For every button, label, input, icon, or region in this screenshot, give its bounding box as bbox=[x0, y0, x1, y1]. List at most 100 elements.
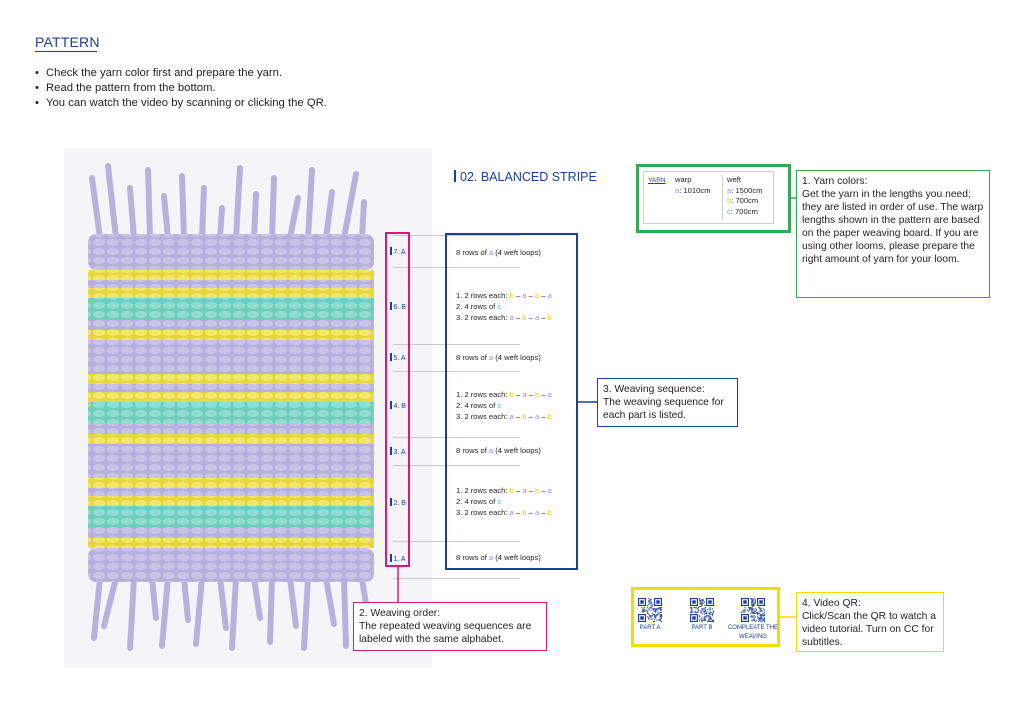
callout-title: 3. Weaving sequence: bbox=[603, 384, 705, 395]
text-segment: – bbox=[526, 291, 535, 300]
qr-code-icon[interactable] bbox=[690, 598, 714, 622]
qr-label: PART A bbox=[639, 625, 661, 631]
yarn-letter: a bbox=[509, 508, 514, 517]
yarn-letter: a bbox=[547, 486, 552, 495]
qr-code-icon[interactable] bbox=[741, 598, 765, 622]
text-segment: – bbox=[513, 508, 523, 517]
sequence-step: 1. 2 rows each: b – a – b – a bbox=[456, 290, 552, 301]
yarn-letter: c bbox=[497, 302, 502, 311]
yarn-letter: b bbox=[547, 313, 552, 322]
yarn-length-row: a: 1010cm bbox=[675, 186, 710, 197]
weft-label: weft bbox=[727, 175, 741, 184]
yarn-warp-column: warp a: 1010cm bbox=[675, 175, 710, 196]
warp-label: warp bbox=[675, 175, 692, 184]
part-label: 4. B bbox=[390, 401, 406, 410]
yarn-letter: b bbox=[509, 486, 514, 495]
callout-body: Click/Scan the QR to watch a video tutor… bbox=[802, 611, 936, 648]
text-segment: – bbox=[513, 390, 523, 399]
callout-body: The repeated weaving sequences are label… bbox=[359, 621, 532, 645]
text-segment: – bbox=[539, 508, 548, 517]
instruction-list: Check the yarn color first and prepare t… bbox=[35, 66, 327, 111]
sequence-step: 3. 2 rows each: a – b – a – b bbox=[456, 312, 552, 323]
part-label: 7. A bbox=[390, 247, 406, 256]
part-label: 3. A bbox=[390, 447, 406, 456]
sequence-divider bbox=[393, 465, 520, 466]
text-segment: – bbox=[539, 390, 548, 399]
qr-code-graphic bbox=[741, 598, 765, 622]
sequence-a-text: 8 rows of a (4 weft loops) bbox=[456, 247, 541, 258]
yarn-length: : 700cm bbox=[731, 196, 759, 205]
callout-body: Get the yarn in the lengths you need; th… bbox=[802, 189, 984, 265]
yarn-letter: b bbox=[522, 313, 527, 322]
yarn-letter: b bbox=[547, 508, 552, 517]
callout-title: 1. Yarn colors: bbox=[802, 176, 868, 187]
yarn-letter: b bbox=[534, 390, 540, 399]
yarn-length-row: b: 700cm bbox=[727, 196, 762, 207]
yarn-letter: a bbox=[534, 313, 540, 322]
yarn-letter: a bbox=[675, 185, 680, 195]
text-segment: – bbox=[526, 486, 535, 495]
weaving-sequence-highlight bbox=[445, 233, 578, 570]
yarn-length-row: c: 700cm bbox=[727, 207, 762, 218]
instruction-item: Check the yarn color first and prepare t… bbox=[35, 66, 327, 81]
sequence-step: 1. 2 rows each: b – a – b – a bbox=[456, 389, 552, 400]
qr-code-icon[interactable] bbox=[638, 598, 662, 622]
text-segment: 2. 4 rows of bbox=[456, 401, 498, 410]
text-segment: – bbox=[539, 313, 548, 322]
text-segment: (4 weft loops) bbox=[493, 553, 541, 562]
sequence-step: 3. 2 rows each: a – b – a – b bbox=[456, 411, 552, 422]
sequence-divider bbox=[393, 437, 520, 438]
text-segment: (4 weft loops) bbox=[493, 248, 541, 257]
yarn-letter: a bbox=[547, 291, 552, 300]
sequence-divider bbox=[393, 578, 520, 579]
yarn-letter: b bbox=[727, 196, 732, 205]
sequence-divider bbox=[393, 344, 520, 345]
callout-video-qr: 4. Video QR: Click/Scan the QR to watch … bbox=[796, 592, 944, 652]
text-segment: – bbox=[539, 412, 548, 421]
yarn-letter: c bbox=[497, 401, 502, 410]
sequence-step: 2. 4 rows of c bbox=[456, 400, 552, 411]
yarn-colors-highlight bbox=[636, 164, 791, 233]
yarn-letter: a bbox=[522, 291, 527, 300]
qr-code-graphic bbox=[638, 598, 662, 622]
yarn-letter: a bbox=[488, 353, 494, 362]
yarn-letter: b bbox=[522, 508, 527, 517]
yarn-letter: a bbox=[522, 390, 527, 399]
instruction-item: Read the pattern from the bottom. bbox=[35, 81, 327, 96]
yarn-letter: b bbox=[509, 291, 514, 300]
text-segment: 1. 2 rows each: bbox=[456, 390, 510, 399]
text-segment: – bbox=[513, 291, 523, 300]
yarn-letter: a bbox=[522, 486, 527, 495]
text-segment: 2. 4 rows of bbox=[456, 497, 498, 506]
yarn-letter: a bbox=[509, 313, 514, 322]
text-segment: – bbox=[526, 390, 535, 399]
text-segment: 8 rows of bbox=[456, 446, 489, 455]
text-segment: – bbox=[539, 486, 548, 495]
text-segment: 8 rows of bbox=[456, 353, 489, 362]
woven-coaster-photo bbox=[64, 148, 432, 668]
yarn-letter: b bbox=[534, 486, 540, 495]
sequence-divider bbox=[393, 235, 520, 236]
qr-code-graphic bbox=[690, 598, 714, 622]
sequence-a-text: 8 rows of a (4 weft loops) bbox=[456, 352, 541, 363]
yarn-letter: c bbox=[727, 206, 731, 216]
callout-weaving-sequence: 3. Weaving sequence: The weaving sequenc… bbox=[597, 378, 738, 427]
text-segment: (4 weft loops) bbox=[493, 353, 541, 362]
part-label: 5. A bbox=[390, 353, 406, 362]
warp-list: a: 1010cm bbox=[675, 186, 710, 197]
text-segment: (4 weft loops) bbox=[493, 446, 541, 455]
yarn-letter: a bbox=[488, 553, 494, 562]
yarn-letter: b bbox=[534, 291, 540, 300]
yarn-letter: b bbox=[547, 412, 552, 421]
yarn-letter: a bbox=[534, 412, 540, 421]
text-segment: 2. 4 rows of bbox=[456, 302, 498, 311]
yarn-letter: c bbox=[497, 497, 502, 506]
text-segment: 3. 2 rows each: bbox=[456, 508, 510, 517]
woven-coaster-illustration bbox=[88, 163, 374, 651]
text-segment: 1. 2 rows each: bbox=[456, 486, 510, 495]
sequence-step: 1. 2 rows each: b – a – b – a bbox=[456, 485, 552, 496]
